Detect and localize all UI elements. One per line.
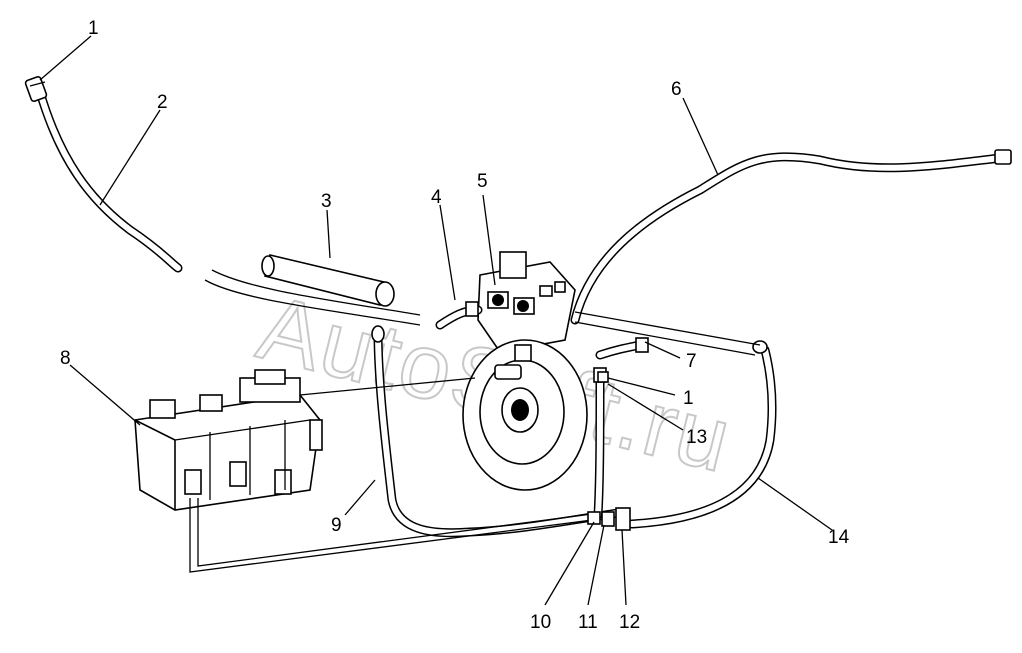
- callout-3: 3: [321, 191, 332, 212]
- callout-8: 8: [60, 348, 71, 369]
- fitting-10: [587, 511, 601, 525]
- hose-9: [371, 325, 630, 538]
- distributor-8: [134, 369, 323, 511]
- tube-6: [570, 149, 1012, 325]
- callout-1-right: 1: [683, 388, 694, 409]
- callout-13: 13: [686, 427, 707, 448]
- fitting-1-right: [597, 371, 609, 383]
- line-8-to-fittings: [189, 498, 593, 573]
- line-7: [574, 311, 761, 360]
- valve-block-5: [477, 251, 576, 353]
- callout-4: 4: [431, 187, 442, 208]
- sleeve-3: [261, 254, 395, 307]
- callout-12: 12: [619, 612, 640, 633]
- line-8-to-pump: [299, 377, 476, 396]
- fitting-1-top: [24, 75, 48, 103]
- fitting-12: [615, 507, 631, 531]
- callout-6: 6: [671, 79, 682, 100]
- callout-14: 14: [828, 527, 850, 548]
- leader-lines: [39, 35, 833, 606]
- callout-10: 10: [530, 612, 551, 633]
- fitting-11: [601, 511, 615, 527]
- callout-1-top: 1: [88, 18, 99, 39]
- hose-2: [35, 87, 421, 326]
- pump-housing: [462, 339, 588, 491]
- callout-9: 9: [331, 515, 342, 536]
- callout-11: 11: [578, 612, 598, 633]
- callout-2: 2: [157, 92, 168, 113]
- fitting-4: [435, 301, 483, 330]
- callout-7: 7: [686, 351, 697, 372]
- callout-5: 5: [477, 171, 488, 192]
- hose-13: [593, 367, 607, 520]
